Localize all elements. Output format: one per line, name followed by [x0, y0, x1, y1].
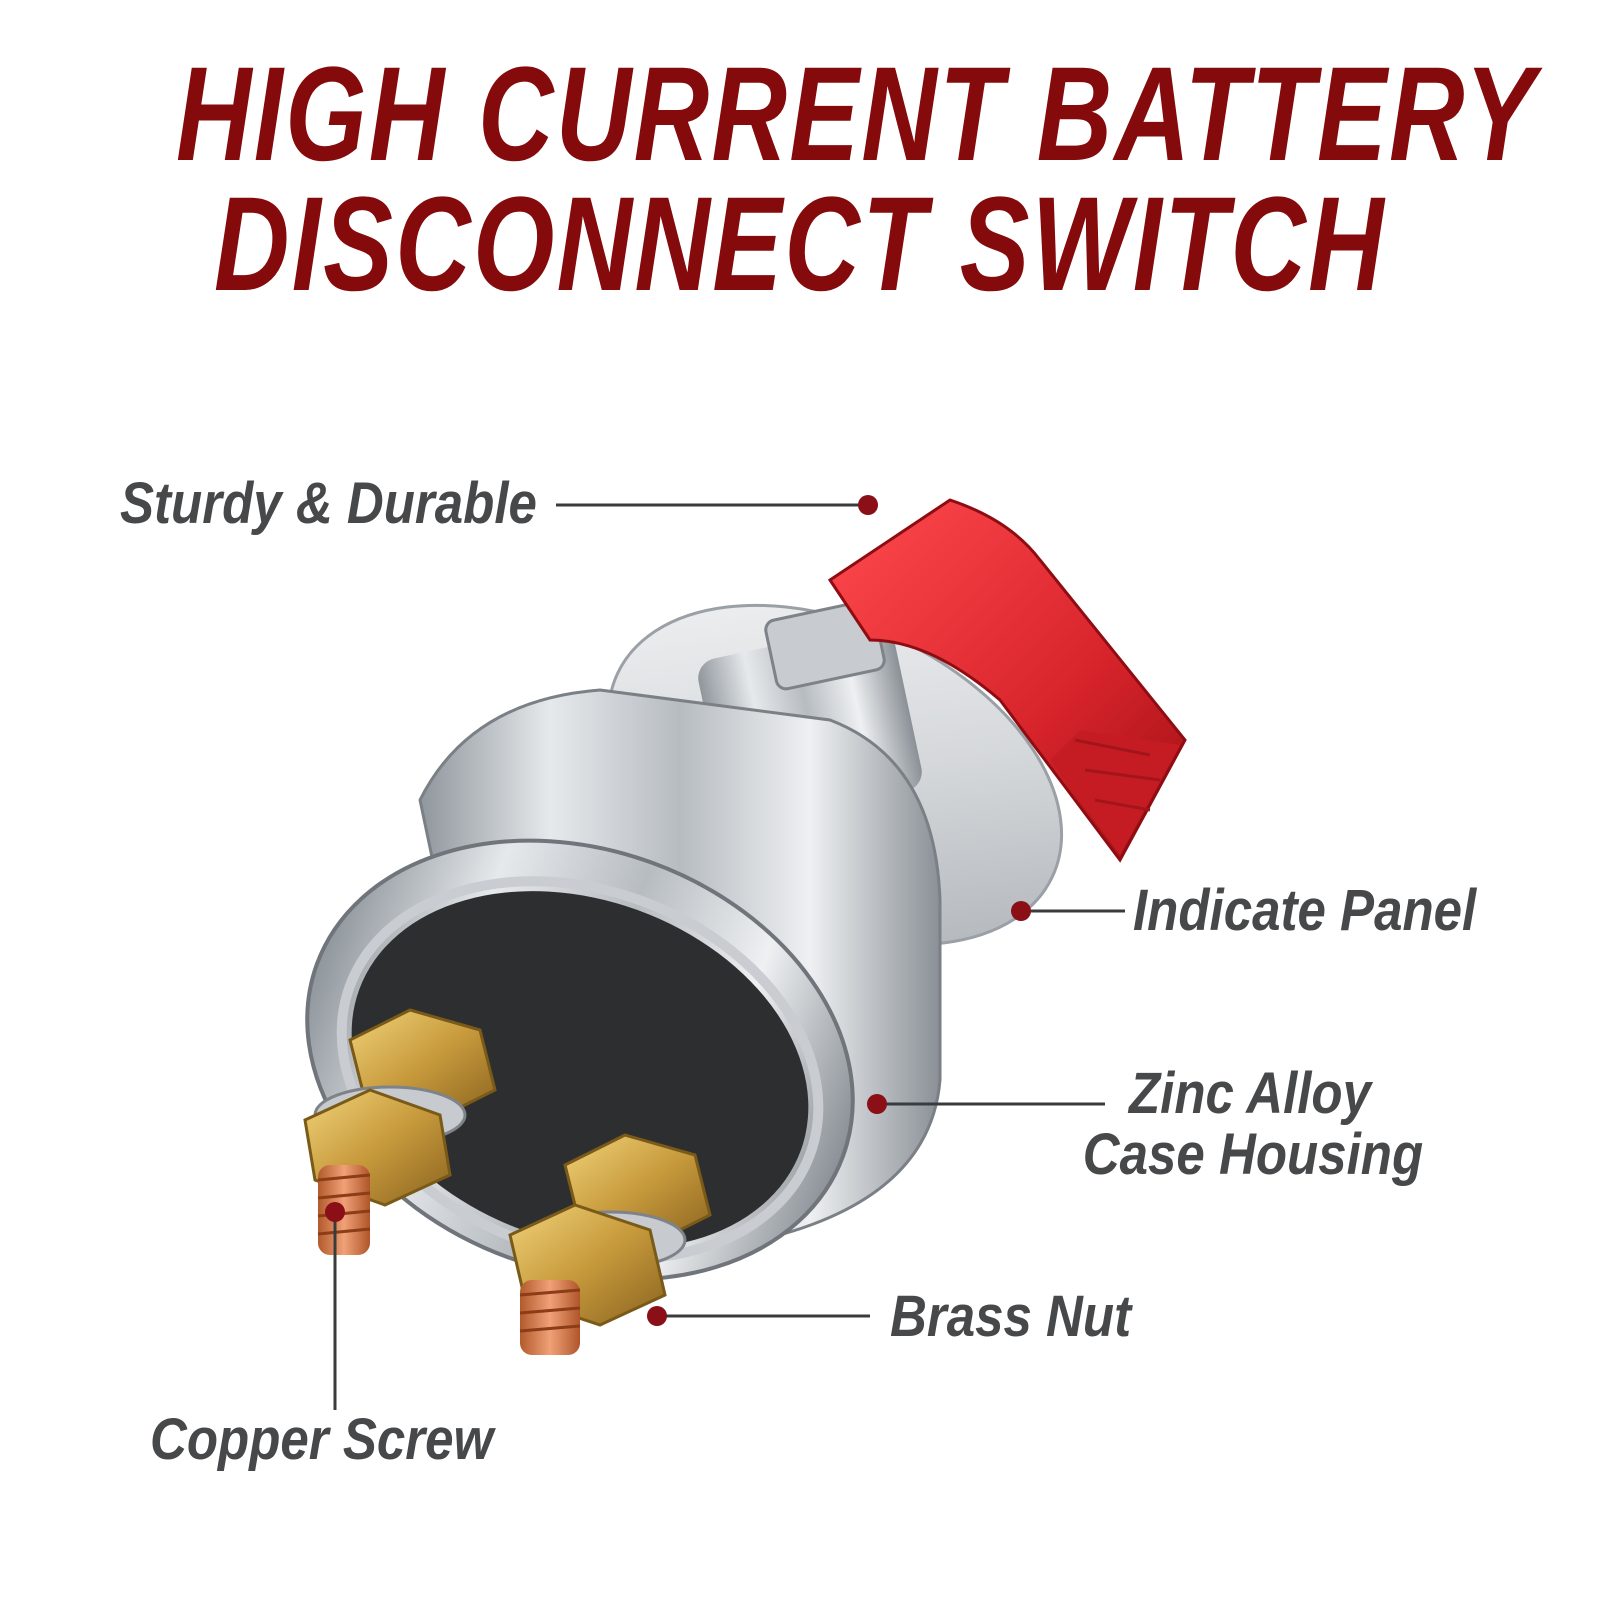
callout-zinc-line-1: Zinc Alloy [1129, 1061, 1371, 1126]
page-title-line-1: HIGH CURRENT BATTERY [176, 40, 1538, 189]
callout-copper-screw: Copper Screw [150, 1407, 494, 1472]
callout-brass-nut: Brass Nut [890, 1284, 1132, 1349]
callout-indicate-panel: Indicate Panel [1133, 878, 1477, 943]
marker-dot-zinc [867, 1094, 887, 1114]
page-title-line-2: DISCONNECT SWITCH [213, 170, 1387, 319]
marker-dot-sturdy [858, 495, 878, 515]
marker-dot-brass [647, 1306, 667, 1326]
marker-dot-indicate-panel [1011, 901, 1031, 921]
right-terminal [508, 1133, 712, 1355]
red-lever [827, 498, 1187, 863]
callout-sturdy-durable: Sturdy & Durable [120, 471, 537, 536]
callout-zinc-line-2: Case Housing [1082, 1122, 1424, 1187]
marker-dot-copper [325, 1202, 345, 1222]
left-terminal [303, 1008, 497, 1255]
